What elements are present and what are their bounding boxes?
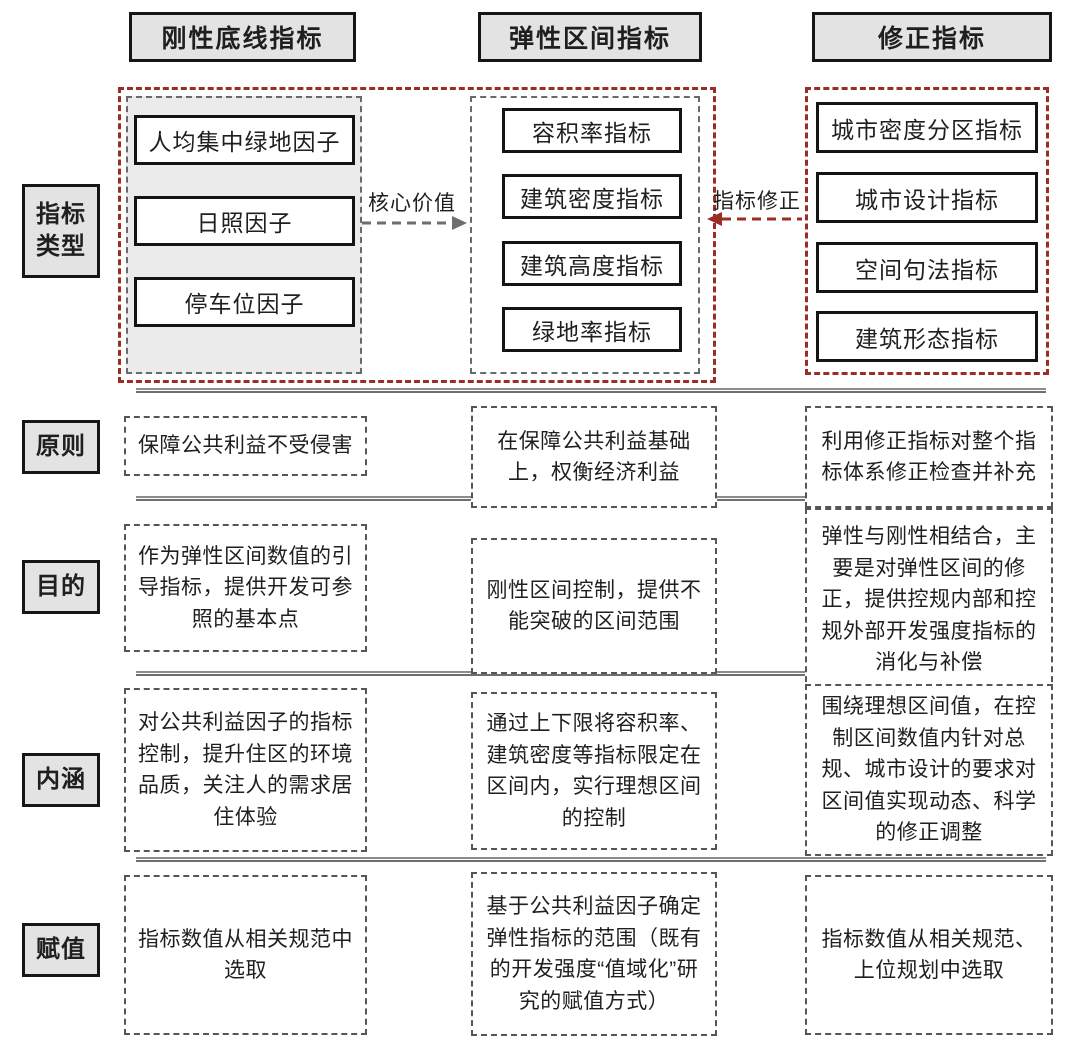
core-value-arrow-icon: [362, 216, 467, 230]
indicator-box: 空间句法指标: [816, 242, 1038, 293]
indicator-box: 建筑形态指标: [816, 311, 1038, 362]
row-label-indicator-type: 指标类型: [22, 184, 100, 278]
indicator-box: 日照因子: [134, 196, 355, 246]
indicator-box: 建筑高度指标: [502, 241, 682, 286]
purpose-correction-cell: 弹性与刚性相结合，主要是对弹性区间的修正，提供控规内部和控规外部开发强度指标的消…: [805, 508, 1053, 692]
indicator-box: 容积率指标: [502, 108, 682, 153]
connotation-correction-cell: 围绕理想区间值，在控制区间数值内针对总规、城市设计的要求对区间值实现动态、科学的…: [805, 684, 1053, 856]
indicator-box: 绿地率指标: [502, 307, 682, 352]
principle-rigid-cell: 保障公共利益不受侵害: [124, 416, 367, 476]
purpose-elastic-cell: 刚性区间控制，提供不能突破的区间范围: [471, 538, 717, 674]
correction-frame: [805, 87, 1049, 375]
indicator-box: 人均集中绿地因子: [134, 115, 355, 165]
assignment-correction-cell: 指标数值从相关规范、上位规划中选取: [805, 875, 1053, 1035]
indicator-box: 城市设计指标: [816, 172, 1038, 223]
indicator-box: 停车位因子: [134, 277, 355, 327]
column-header-rigid: 刚性底线指标: [129, 12, 356, 62]
column-header-elastic: 弹性区间指标: [478, 12, 702, 62]
rigid-elastic-frame: [118, 87, 716, 383]
row-label-connotation: 内涵: [22, 753, 100, 807]
assignment-elastic-cell: 基于公共利益因子确定弹性指标的范围（既有的开发强度“值域化”研究的赋值方式）: [471, 872, 717, 1036]
indicator-box: 城市密度分区指标: [816, 102, 1038, 153]
column-header-correction: 修正指标: [812, 12, 1052, 62]
indicator-box: 建筑密度指标: [502, 174, 682, 219]
row-label-assignment: 赋值: [22, 923, 100, 977]
row-separator: [136, 857, 1046, 862]
indicator-correction-arrow-icon: [707, 212, 802, 226]
principle-correction-cell: 利用修正指标对整个指标体系修正检查并补充: [805, 406, 1053, 508]
assignment-rigid-cell: 指标数值从相关规范中选取: [124, 875, 367, 1035]
purpose-rigid-cell: 作为弹性区间数值的引导指标，提供开发可参照的基本点: [124, 524, 367, 652]
principle-elastic-cell: 在保障公共利益基础上，权衡经济利益: [471, 406, 717, 508]
elastic-indicators-panel: [470, 96, 700, 374]
core-value-label: 核心价值: [368, 192, 456, 215]
row-separator: [136, 388, 1046, 393]
connotation-rigid-cell: 对公共利益因子的指标控制，提升住区的环境品质，关注人的需求居住体验: [124, 688, 367, 852]
row-label-purpose: 目的: [22, 560, 100, 614]
indicator-correction-label: 指标修正: [713, 190, 801, 213]
row-label-principle: 原则: [22, 420, 100, 474]
connotation-elastic-cell: 通过上下限将容积率、建筑密度等指标限定在区间内，实行理想区间的控制: [471, 692, 717, 850]
